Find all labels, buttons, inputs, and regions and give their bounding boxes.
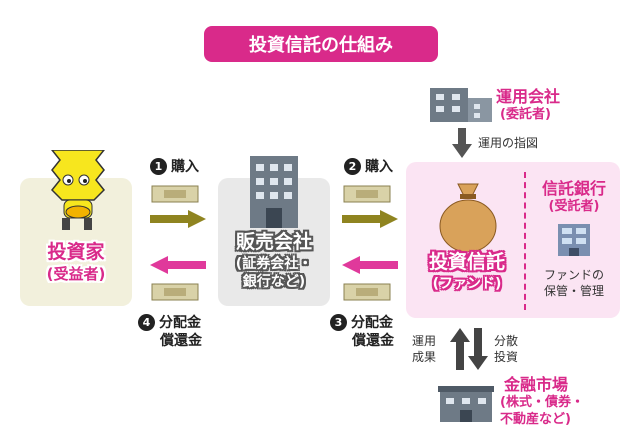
manager-instruction: 運用の指図 <box>478 136 539 150</box>
flow-result-2: 成果 <box>412 350 437 364</box>
trustee-role: (受託者) <box>548 199 600 214</box>
money-bag-icon <box>439 183 497 252</box>
instruction-arrow-icon <box>452 128 472 158</box>
dealer-sub1: (証券会社・ <box>235 256 313 272</box>
arrow-left-pink-icon <box>342 256 398 274</box>
money-stack-icon <box>151 283 199 301</box>
step-3-number: 3 <box>330 313 347 331</box>
step-3-label: 3 分配金 <box>330 312 393 332</box>
step-4-label: 4 分配金 <box>138 312 201 332</box>
fund-sub: (ファンド) <box>432 276 502 292</box>
market-name: 金融市場 <box>504 375 569 394</box>
flow-result-1: 運用 <box>412 334 437 348</box>
trust-bank-building-icon <box>558 224 590 256</box>
step-2-label: 2 購入 <box>344 156 393 176</box>
dealer-sub2: 銀行など) <box>242 274 306 290</box>
dealer-building-icon <box>250 156 298 228</box>
manager-name: 運用会社 <box>496 87 561 106</box>
dealer-name: 販売会社 <box>235 231 312 253</box>
arrow-right-olive-icon <box>342 210 398 228</box>
trustee-desc1: ファンドの <box>543 268 604 282</box>
investor-role: (受益者) <box>46 265 106 283</box>
market-sub2: 不動産など) <box>500 412 571 427</box>
step-3-text-2: 償還金 <box>352 333 394 349</box>
step-4-text: 分配金 <box>159 315 201 331</box>
investor-character-icon <box>50 150 106 230</box>
page-title: 投資信託の仕組み <box>204 26 438 62</box>
flow-invest-2: 投資 <box>494 350 519 364</box>
market-flow-arrows-icon <box>450 328 488 370</box>
market-sub1: (株式・債券・ <box>500 395 584 410</box>
market-building-icon <box>438 386 494 422</box>
money-stack-icon <box>151 185 199 203</box>
arrow-right-olive-icon <box>150 210 206 228</box>
fund-divider <box>524 172 526 310</box>
trustee-name: 信託銀行 <box>541 179 606 198</box>
step-2-number: 2 <box>344 157 361 175</box>
step-3-text: 分配金 <box>351 315 393 331</box>
fund-name: 投資信託 <box>428 251 505 273</box>
money-stack-icon <box>343 185 391 203</box>
money-stack-icon <box>343 283 391 301</box>
step-2-text: 購入 <box>365 159 393 175</box>
arrow-left-pink-icon <box>150 256 206 274</box>
step-1-label: 1 購入 <box>150 156 199 176</box>
step-4-number: 4 <box>138 313 155 331</box>
step-4-text-2: 償還金 <box>160 333 202 349</box>
step-1-text: 購入 <box>171 159 199 175</box>
manager-role: (委託者) <box>500 107 551 122</box>
investor-name: 投資家 <box>47 241 105 263</box>
step-1-number: 1 <box>150 157 167 175</box>
flow-invest-1: 分散 <box>494 334 519 348</box>
trustee-desc2: 保管・管理 <box>543 284 604 298</box>
asset-manager-building-icon <box>430 88 492 122</box>
